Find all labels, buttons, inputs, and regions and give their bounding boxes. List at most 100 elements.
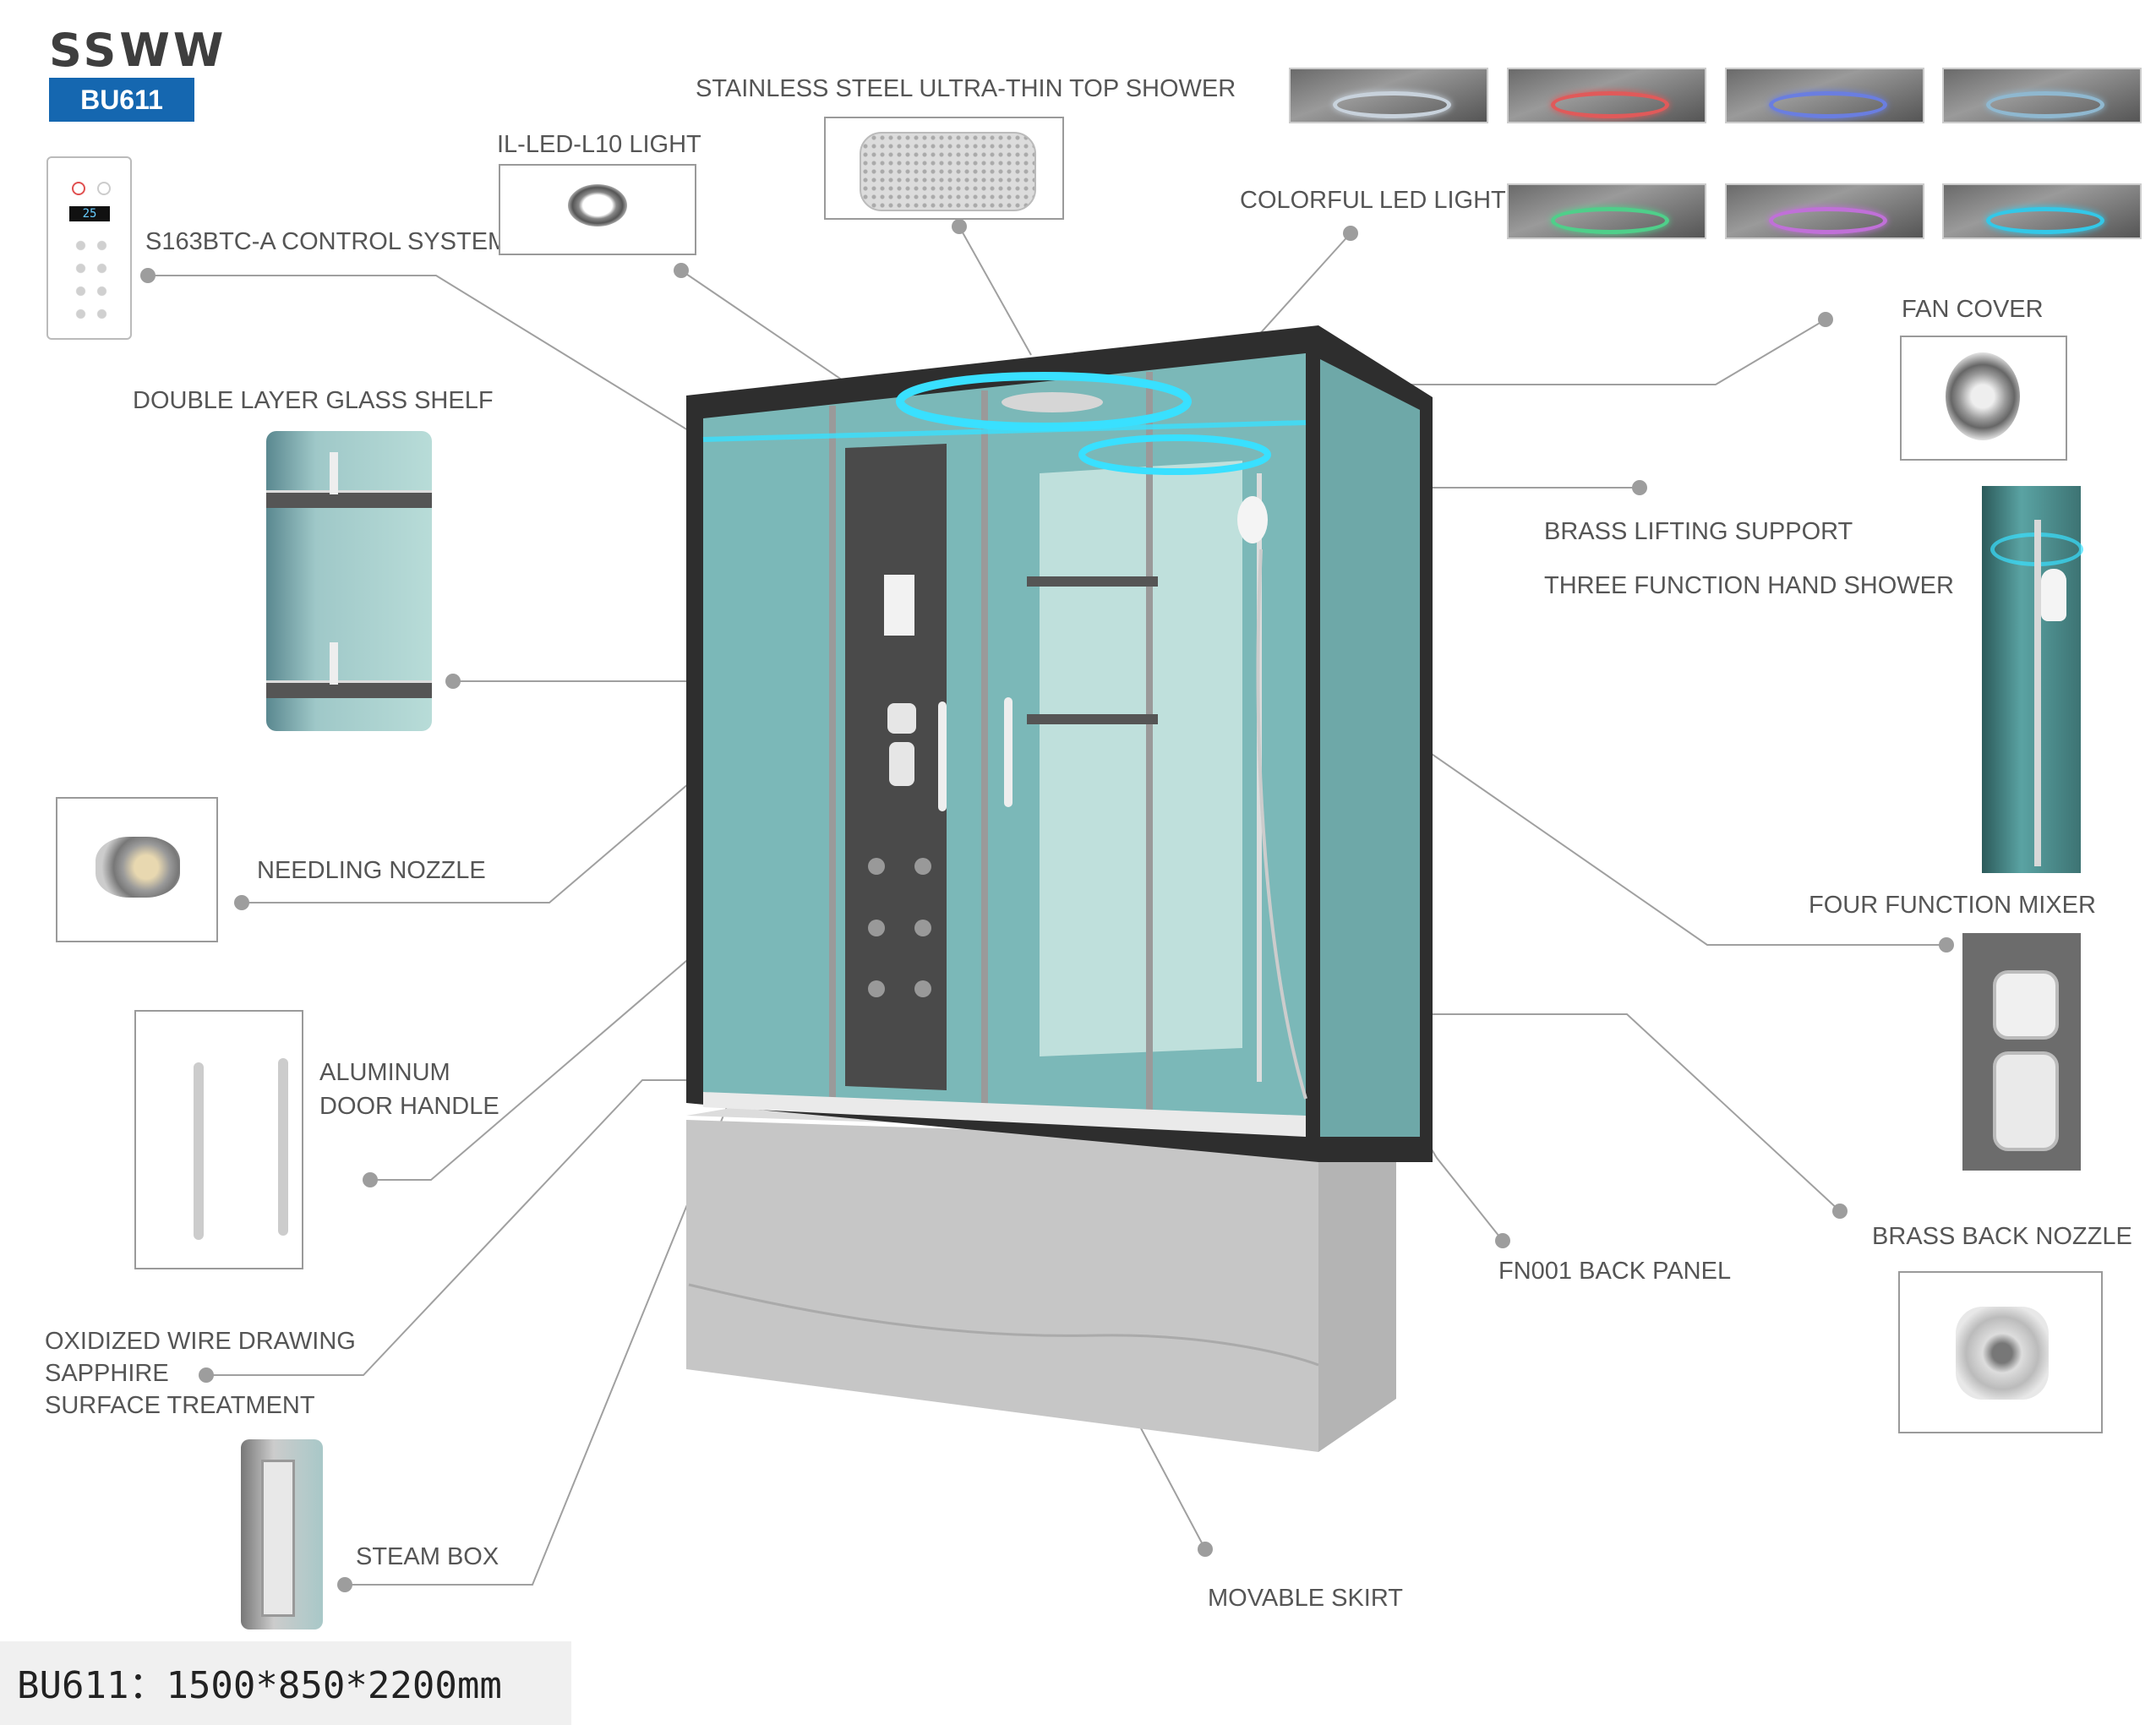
shelf-bracket xyxy=(330,452,338,494)
callout-dot-led xyxy=(674,263,689,278)
label-handle-1: ALUMINUM xyxy=(319,1059,450,1086)
led-strip xyxy=(702,420,1307,442)
mixer-image xyxy=(1962,933,2081,1171)
led-color-thumbnail xyxy=(1507,68,1706,123)
label-colorful-led: COLORFUL LED LIGHT xyxy=(1240,187,1506,214)
button-grid xyxy=(70,234,112,327)
label-control-system: S163BTC-A CONTROL SYSTEM xyxy=(145,228,509,255)
handle-bar-icon xyxy=(194,1062,204,1240)
callout-line-fan xyxy=(1293,319,1826,385)
callout-dot-skirt xyxy=(1198,1542,1213,1557)
brand-logo: SSWW xyxy=(49,24,227,77)
label-back-nozzle: BRASS BACK NOZZLE xyxy=(1872,1223,2132,1250)
callout-dot-steambox xyxy=(337,1577,352,1592)
led-light-image xyxy=(499,164,696,255)
hand-shower-head-icon xyxy=(2041,569,2066,621)
control-screen xyxy=(884,575,914,636)
door-handle-image xyxy=(134,1010,303,1269)
door-handle-right xyxy=(1004,697,1013,807)
label-mixer: FOUR FUNCTION MIXER xyxy=(1809,892,2096,919)
led-ring-side xyxy=(1078,434,1271,475)
nozzle-icon xyxy=(96,837,180,898)
back-wall xyxy=(1040,461,1242,1056)
label-needling-nozzle: NEEDLING NOZZLE xyxy=(257,857,486,884)
led-glow xyxy=(1769,207,1887,234)
led-color-thumbnail xyxy=(1289,68,1488,123)
led-color-thumbnail xyxy=(1942,183,2142,239)
led-color-thumbnail xyxy=(1725,183,1924,239)
callout-dot-nozzle xyxy=(1832,1204,1848,1219)
handle-bar-icon xyxy=(278,1058,288,1236)
callout-dot-handle xyxy=(363,1172,378,1187)
callout-dot-control xyxy=(140,268,156,283)
bathtub-side xyxy=(1318,1124,1396,1452)
label-oxidized-2: SAPPHIRE xyxy=(45,1360,169,1387)
label-top-shower: STAINLESS STEEL ULTRA-THIN TOP SHOWER xyxy=(696,75,1236,102)
label-fan-cover: FAN COVER xyxy=(1902,296,2044,323)
product-dimensions: BU611：1500*850*2200mm xyxy=(17,1664,502,1707)
shower-tray xyxy=(703,1092,1306,1137)
mixer-lever xyxy=(889,742,914,786)
label-steam-box: STEAM BOX xyxy=(356,1543,499,1570)
label-oxidized-3: SURFACE TREATMENT xyxy=(45,1392,315,1419)
label-handle-2: DOOR HANDLE xyxy=(319,1093,499,1120)
shower-head-icon xyxy=(860,132,1036,211)
label-oxidized-1: OXIDIZED WIRE DRAWING xyxy=(45,1328,356,1355)
lifting-bar xyxy=(2034,520,2041,866)
led-glow xyxy=(1986,207,2104,234)
led-glow xyxy=(1333,91,1451,118)
callout-dot-lifting xyxy=(1632,480,1647,495)
callout-line-top-shower xyxy=(958,226,1032,356)
led-color-thumbnail xyxy=(1507,183,1706,239)
callout-dot-needling xyxy=(234,895,249,910)
callout-line-steambox xyxy=(345,1106,728,1586)
led-ring-top xyxy=(896,372,1192,431)
label-led-light: IL-LED-L10 LIGHT xyxy=(497,131,701,158)
callout-dot-fan xyxy=(1818,312,1833,327)
footer-bar xyxy=(0,1641,571,1725)
back-nozzle-icon xyxy=(1956,1307,2049,1400)
back-nozzle-image xyxy=(1898,1271,2103,1433)
label-brass-lifting: BRASS LIFTING SUPPORT xyxy=(1544,518,1853,545)
top-shower-image xyxy=(824,117,1064,220)
callout-dot-top-shower xyxy=(952,219,967,234)
shower-hose xyxy=(1256,549,1307,1100)
label-glass-shelf: DOUBLE LAYER GLASS SHELF xyxy=(133,387,494,414)
needling-nozzle-image xyxy=(56,797,218,942)
shelf-lower xyxy=(266,680,432,698)
callout-line-skirt xyxy=(1140,1427,1206,1550)
hand-shower-image xyxy=(1982,486,2083,873)
led-glow xyxy=(1769,91,1887,118)
body-jets xyxy=(868,858,931,997)
side-glass xyxy=(1320,359,1420,1137)
mixer-knob-icon xyxy=(1993,970,2059,1040)
callout-dot-colorful xyxy=(1343,226,1358,241)
callout-line-mixer xyxy=(1343,692,1946,946)
steam-box-image xyxy=(241,1439,323,1629)
fan-icon xyxy=(97,182,111,195)
bathtub-front xyxy=(686,1120,1318,1452)
mixer-knob xyxy=(887,703,916,734)
label-back-panel: FN001 BACK PANEL xyxy=(1498,1258,1732,1285)
led-light-icon xyxy=(568,184,627,227)
callout-line-needling xyxy=(242,743,736,903)
hand-shower-head xyxy=(1237,496,1268,543)
shelf-bracket xyxy=(330,642,338,685)
model-badge: BU611 xyxy=(49,78,194,122)
callout-dot-backpanel xyxy=(1495,1233,1510,1248)
glass-shelves xyxy=(1027,576,1158,724)
control-display: 25 xyxy=(69,206,110,221)
led-color-thumbnail xyxy=(1942,68,2142,123)
fan-cover-icon xyxy=(1946,352,2020,440)
led-glow xyxy=(1551,91,1669,118)
door-handle-left xyxy=(938,701,947,811)
control-panel-image: 25 xyxy=(46,156,132,340)
steam-box-panel xyxy=(261,1460,295,1617)
led-color-thumbnail xyxy=(1725,68,1924,123)
led-glow xyxy=(1986,91,2104,118)
glass-shelf-image xyxy=(266,431,432,731)
led-glow xyxy=(1551,207,1669,234)
label-movable-skirt: MOVABLE SKIRT xyxy=(1208,1585,1403,1612)
callout-dot-mixer xyxy=(1939,937,1954,953)
